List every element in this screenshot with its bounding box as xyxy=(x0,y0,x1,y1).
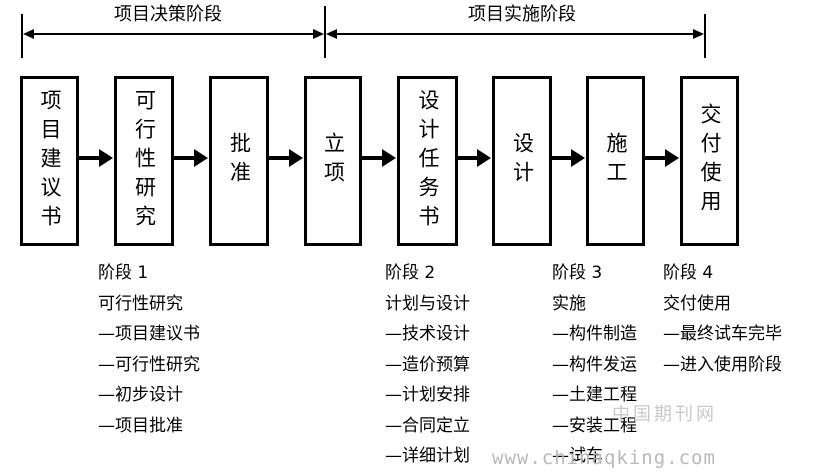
stage-subtitle: 实施 xyxy=(552,293,586,314)
stage-heading: 阶段 3 xyxy=(552,263,603,283)
box-delivery: 交付使用 xyxy=(680,76,739,246)
box-label: 施工 xyxy=(604,132,628,190)
stage-heading: 阶段 1 xyxy=(98,263,149,283)
implementation-arrowhead-left xyxy=(326,29,337,39)
stage-item: —造价预算 xyxy=(385,354,470,375)
box-design-brief: 设计任务书 xyxy=(397,76,458,246)
box-project-setup: 立项 xyxy=(304,76,362,246)
decision-phase-title: 项目决策阶段 xyxy=(114,4,222,25)
stage-subtitle: 计划与设计 xyxy=(385,293,470,314)
stage-item: —项目建议书 xyxy=(98,324,200,344)
stage-subtitle: 可行性研究 xyxy=(98,293,183,314)
box-label: 可行性研究 xyxy=(132,88,157,234)
stage-1-list: 阶段 1 可行性研究 —项目建议书 —可行性研究 —初步设计 —项目批准 xyxy=(98,258,200,441)
box-feasibility-study: 可行性研究 xyxy=(114,76,174,246)
flow-arrowhead-6 xyxy=(571,149,585,167)
box-project-proposal: 项目建议书 xyxy=(20,76,79,246)
box-label: 立项 xyxy=(321,132,346,190)
box-label: 批准 xyxy=(227,132,252,190)
stage-item: —最终试车完毕 xyxy=(663,324,782,344)
watermark-url: www.chinaqking.com xyxy=(492,447,716,469)
watermark-text: 中国期刊网 xyxy=(612,404,717,425)
stage-item: —进入使用阶段 xyxy=(663,354,782,375)
flow-arrowhead-4 xyxy=(382,149,396,167)
box-construction: 施工 xyxy=(586,76,645,246)
stage-item: —可行性研究 xyxy=(98,354,200,375)
stage-item: —构件制造 xyxy=(552,324,637,344)
stage-item: —初步设计 xyxy=(98,385,183,405)
stage-subtitle: 交付使用 xyxy=(663,293,731,314)
flow-arrowhead-5 xyxy=(477,149,491,167)
stage-item: —土建工程 xyxy=(552,385,637,405)
implementation-arrowhead-right xyxy=(693,29,704,39)
stage-heading: 阶段 4 xyxy=(663,263,714,283)
box-label: 设计任务书 xyxy=(416,88,440,234)
stage-2-list: 阶段 2 计划与设计 —技术设计 —造价预算 —计划安排 —合同定立 —详细计划 xyxy=(385,258,470,472)
stage-item: —计划安排 xyxy=(385,385,470,405)
box-approval: 批准 xyxy=(209,76,269,246)
stage-item: —合同定立 xyxy=(385,415,470,436)
stage-item: —试车 xyxy=(552,446,603,466)
stage-3-list: 阶段 3 实施 —构件制造 —构件发运 —土建工程 —安装工程 —试车 xyxy=(552,258,637,472)
flow-arrowhead-7 xyxy=(665,149,679,167)
stage-heading: 阶段 2 xyxy=(385,263,436,283)
stage-4-list: 阶段 4 交付使用 —最终试车完毕 —进入使用阶段 xyxy=(663,258,782,380)
decision-arrowhead-right xyxy=(313,29,324,39)
stage-item: —详细计划 xyxy=(385,446,470,466)
flow-arrowhead-1 xyxy=(99,149,113,167)
flow-arrowhead-3 xyxy=(289,149,303,167)
stage-item: —项目批准 xyxy=(98,415,183,436)
box-label: 交付使用 xyxy=(698,103,722,219)
box-design: 设计 xyxy=(492,76,552,246)
implementation-phase-title: 项目实施阶段 xyxy=(468,4,576,25)
stage-item: —技术设计 xyxy=(385,324,470,344)
decision-arrowhead-left xyxy=(23,29,34,39)
stage-item: —构件发运 xyxy=(552,354,637,375)
stage-item: —安装工程 xyxy=(552,415,637,436)
box-label: 设计 xyxy=(510,132,535,190)
flow-arrows xyxy=(79,149,679,167)
flow-arrowhead-2 xyxy=(194,149,208,167)
box-label: 项目建议书 xyxy=(38,88,62,234)
